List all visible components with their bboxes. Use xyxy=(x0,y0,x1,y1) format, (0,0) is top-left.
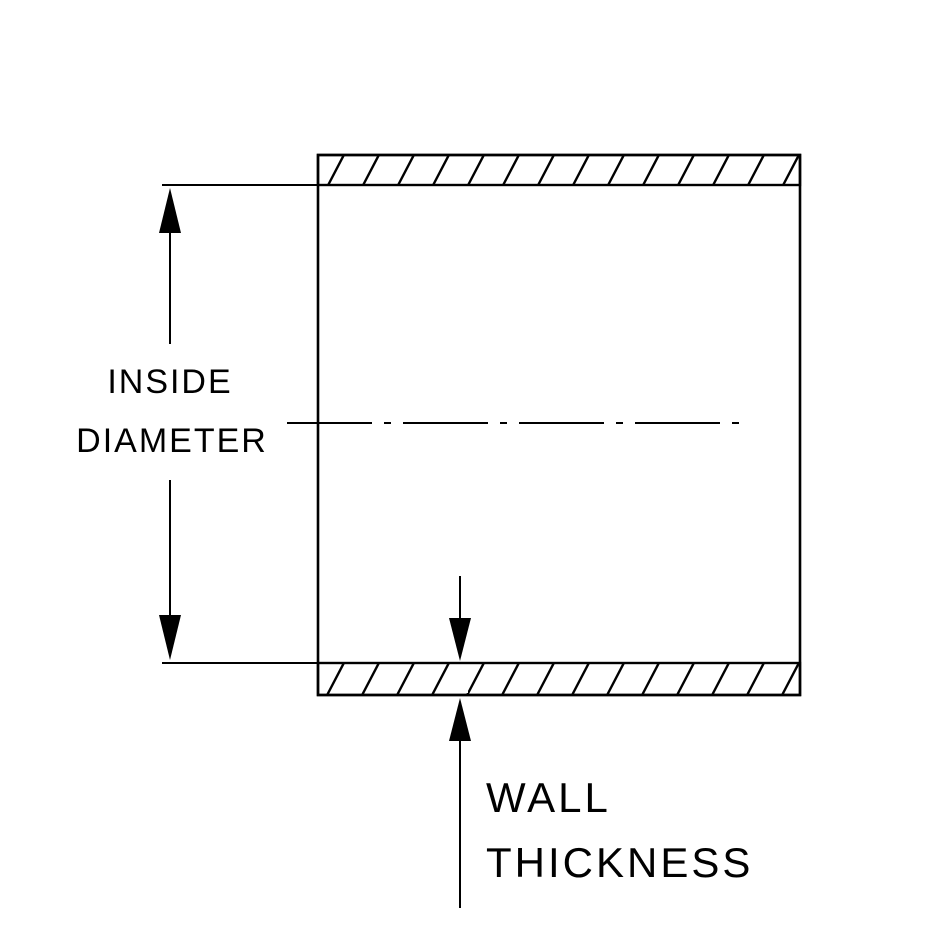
bottom-wall-hatched-section xyxy=(316,661,802,697)
top-wall-hatched-section xyxy=(316,153,802,187)
wall-thickness-dimension: WALL THICKNESS xyxy=(449,576,753,908)
arrowhead-down-icon xyxy=(159,615,181,660)
inside-diameter-label-line2: DIAMETER xyxy=(76,422,268,460)
hatch-gap xyxy=(452,665,468,693)
inside-diameter-label-line1: INSIDE xyxy=(107,363,232,401)
arrowhead-up-icon xyxy=(159,188,181,233)
inside-diameter-dimension: INSIDE DIAMETER xyxy=(76,184,318,664)
wall-thickness-label-line1: WALL xyxy=(486,774,611,821)
arrowhead-down-icon xyxy=(449,618,471,661)
arrowhead-up-icon xyxy=(449,698,471,741)
wall-thickness-label-line2: THICKNESS xyxy=(486,839,753,886)
tube-body-outline xyxy=(316,153,802,697)
